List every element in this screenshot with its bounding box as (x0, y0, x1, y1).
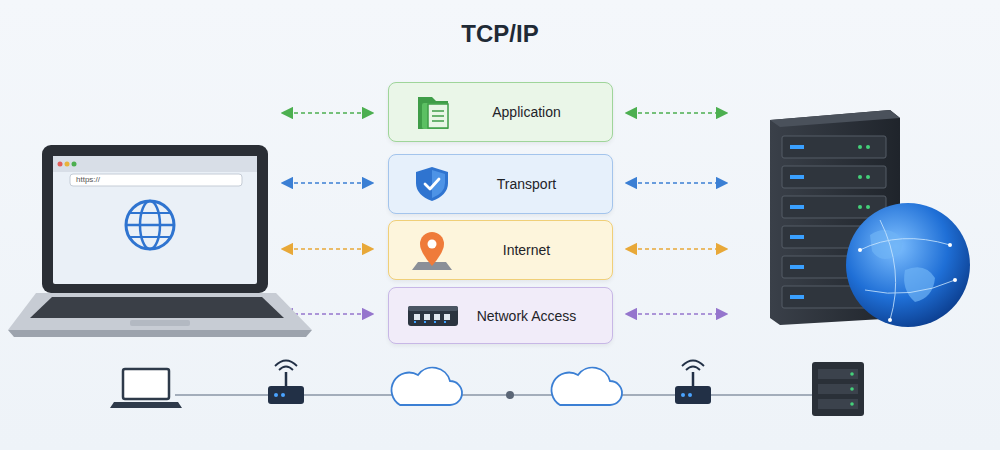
switch-icon (408, 306, 458, 326)
layer-box: Transport (388, 154, 613, 214)
shield-icon (416, 167, 448, 201)
layer-name: Transport (497, 176, 556, 192)
server-illustration (770, 110, 970, 327)
layer-arrows (287, 113, 722, 314)
layer-box: Internet (388, 220, 613, 280)
layer-box: Network Access (388, 287, 613, 344)
network-path (110, 361, 864, 417)
address-bar-text: https:// (76, 175, 100, 184)
laptop-illustration (8, 145, 312, 337)
diagram-title: TCP/IP (0, 20, 1000, 48)
layer-name: Network Access (477, 308, 577, 324)
document-icon (418, 97, 448, 129)
layer-name: Application (492, 104, 561, 120)
location-pin-icon (412, 232, 452, 270)
layer-box: Application (388, 82, 613, 142)
layer-name: Internet (503, 242, 550, 258)
